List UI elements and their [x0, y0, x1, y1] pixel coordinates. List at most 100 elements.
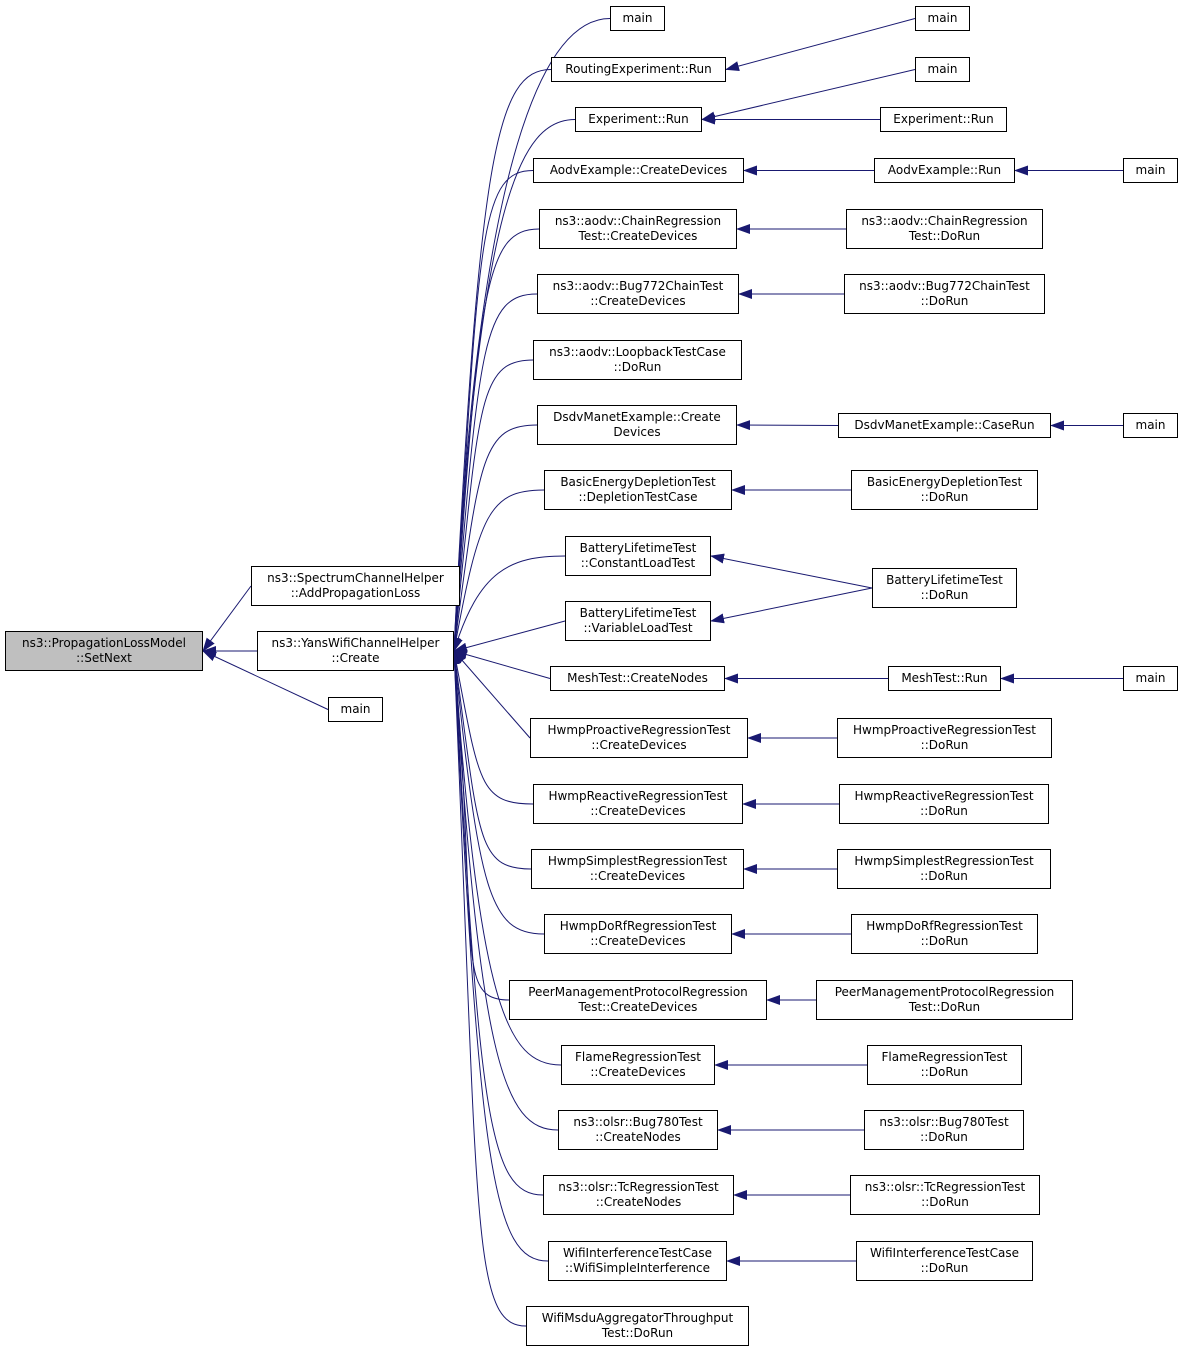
call-edge — [449, 650, 544, 1196]
node-hwmp-dorf-create[interactable]: HwmpDoRfRegressionTest::CreateDevices — [544, 914, 732, 954]
node-label-line: ::CreateNodes — [595, 1130, 681, 1144]
node-label-line: HwmpReactiveRegressionTest — [854, 789, 1034, 803]
node-hwmp-pro-create[interactable]: HwmpProactiveRegressionTest::CreateDevic… — [530, 718, 748, 758]
node-wifiint-dorun[interactable]: WifiInterferenceTestCase::DoRun — [856, 1241, 1033, 1281]
node-label-line: HwmpSimplestRegressionTest — [547, 854, 728, 868]
node-label-line: BatteryLifetimeTest — [579, 606, 697, 620]
node-root[interactable]: ns3::PropagationLossModel::SetNext — [5, 631, 203, 671]
node-label-line: BasicEnergyDepletionTest — [560, 475, 716, 489]
node-label-line: ::DoRun — [921, 1195, 969, 1209]
node-hwmp-simp-dorun[interactable]: HwmpSimplestRegressionTest::DoRun — [837, 849, 1051, 889]
node-label-line: ::DoRun — [920, 1130, 968, 1144]
node-olsr780-create[interactable]: ns3::olsr::Bug780Test::CreateNodes — [558, 1110, 718, 1150]
node-label-line: Devices — [613, 425, 661, 439]
node-spectrum-add[interactable]: ns3::SpectrumChannelHelper::AddPropagati… — [251, 566, 460, 606]
node-label-line: HwmpDoRfRegressionTest — [866, 919, 1023, 933]
node-label-line: ::DoRun — [920, 869, 968, 883]
node-label-line: ::DoRun — [920, 588, 969, 602]
call-edge — [453, 620, 566, 653]
node-label-line: ::DoRun — [920, 1261, 969, 1275]
call-edge — [449, 650, 559, 1131]
node-label-line: BatteryLifetimeTest — [886, 573, 1003, 587]
node-label-line: ::Create — [331, 651, 380, 665]
node-label-line: ::CreateDevices — [590, 934, 686, 948]
node-dsdv-caserun[interactable]: DsdvManetExample::CaseRun — [838, 413, 1051, 438]
call-edge — [450, 359, 534, 652]
node-main-a[interactable]: main — [328, 697, 383, 722]
node-label-line: AodvExample::Run — [887, 163, 1002, 177]
node-aodv-run[interactable]: AodvExample::Run — [874, 158, 1015, 183]
node-label-line: main — [340, 702, 371, 716]
node-wifiint-simple[interactable]: WifiInterferenceTestCase::WifiSimpleInte… — [548, 1241, 727, 1281]
node-label-line: ns3::aodv::Bug772ChainTest — [552, 279, 724, 293]
node-label-line: ns3::olsr::TcRegressionTest — [864, 1180, 1026, 1194]
call-edge — [449, 69, 552, 652]
node-hwmp-dorf-dorun[interactable]: HwmpDoRfRegressionTest::DoRun — [851, 914, 1038, 954]
node-battery-const[interactable]: BatteryLifetimeTest::ConstantLoadTest — [565, 536, 711, 576]
node-mesh-create[interactable]: MeshTest::CreateNodes — [550, 666, 725, 691]
node-hwmp-pro-dorun[interactable]: HwmpProactiveRegressionTest::DoRun — [837, 718, 1052, 758]
node-olsrtc-create[interactable]: ns3::olsr::TcRegressionTest::CreateNodes — [543, 1175, 734, 1215]
node-label-line: main — [1135, 163, 1166, 177]
call-edge — [710, 553, 873, 589]
node-main-b[interactable]: main — [610, 6, 665, 31]
node-label-line: HwmpDoRfRegressionTest — [559, 919, 717, 933]
node-bug772-create[interactable]: ns3::aodv::Bug772ChainTest::CreateDevice… — [537, 274, 739, 314]
node-label-line: ::CreateNodes — [595, 1195, 682, 1209]
call-edge — [453, 555, 566, 652]
node-main-g[interactable]: main — [1123, 666, 1178, 691]
node-label-line: WifiInterferenceTestCase — [563, 1246, 712, 1260]
node-label-line: main — [1135, 418, 1166, 432]
node-main-e[interactable]: main — [1123, 158, 1178, 183]
node-label-line: HwmpReactiveRegressionTest — [548, 789, 728, 803]
node-label-line: ns3::aodv::ChainRegression — [861, 214, 1028, 228]
call-edge — [449, 650, 562, 1066]
node-experiment-run[interactable]: Experiment::Run — [575, 107, 702, 132]
node-energy-dorun[interactable]: BasicEnergyDepletionTest::DoRun — [851, 470, 1038, 510]
node-label-line: WifiInterferenceTestCase — [870, 1246, 1019, 1260]
node-hwmp-re-dorun[interactable]: HwmpReactiveRegressionTest::DoRun — [839, 784, 1049, 824]
call-edge — [736, 420, 839, 431]
node-label-line: AodvExample::CreateDevices — [549, 163, 728, 177]
node-mesh-run[interactable]: MeshTest::Run — [888, 666, 1001, 691]
node-olsrtc-dorun[interactable]: ns3::olsr::TcRegressionTest::DoRun — [850, 1175, 1040, 1215]
node-hwmp-re-create[interactable]: HwmpReactiveRegressionTest::CreateDevice… — [533, 784, 743, 824]
node-label-line: MeshTest::Run — [901, 671, 988, 685]
node-label-line: ::CreateDevices — [590, 804, 686, 818]
node-bug772-dorun[interactable]: ns3::aodv::Bug772ChainTest::DoRun — [844, 274, 1045, 314]
node-battery-var[interactable]: BatteryLifetimeTest::VariableLoadTest — [565, 601, 711, 641]
node-label-line: WifiMsduAggregatorThroughput — [541, 1311, 734, 1325]
node-loopback-dorun[interactable]: ns3::aodv::LoopbackTestCase::DoRun — [533, 340, 742, 380]
node-flame-create[interactable]: FlameRegressionTest::CreateDevices — [561, 1045, 715, 1085]
node-label-line: Experiment::Run — [893, 112, 994, 126]
call-edge — [701, 69, 916, 122]
node-olsr780-dorun[interactable]: ns3::olsr::Bug780Test::DoRun — [864, 1110, 1024, 1150]
node-label-line: ::ConstantLoadTest — [580, 556, 696, 570]
node-battery-dorun[interactable]: BatteryLifetimeTest::DoRun — [872, 568, 1017, 608]
node-label-line: ::SetNext — [76, 651, 132, 665]
node-energy-case[interactable]: BasicEnergyDepletionTest::DepletionTestC… — [544, 470, 732, 510]
node-routing-run[interactable]: RoutingExperiment::Run — [551, 57, 726, 82]
call-edge — [449, 170, 534, 652]
node-main-f[interactable]: main — [1123, 413, 1178, 438]
node-main-d[interactable]: main — [915, 57, 970, 82]
node-label-line: BasicEnergyDepletionTest — [866, 475, 1023, 489]
node-label-line: ::DoRun — [613, 360, 662, 374]
node-flame-dorun[interactable]: FlameRegressionTest::DoRun — [867, 1045, 1022, 1085]
node-aodv-create[interactable]: AodvExample::CreateDevices — [533, 158, 744, 183]
node-label-line: ::DoRun — [920, 934, 969, 948]
node-label-line: Test::CreateDevices — [578, 229, 698, 243]
node-label-line: ::CreateDevices — [589, 869, 686, 883]
node-main-c[interactable]: main — [915, 6, 970, 31]
node-experiment-run2[interactable]: Experiment::Run — [880, 107, 1007, 132]
node-hwmp-simp-create[interactable]: HwmpSimplestRegressionTest::CreateDevice… — [531, 849, 744, 889]
node-yans-create[interactable]: ns3::YansWifiChannelHelper::Create — [257, 631, 454, 671]
call-edge — [449, 650, 549, 1262]
